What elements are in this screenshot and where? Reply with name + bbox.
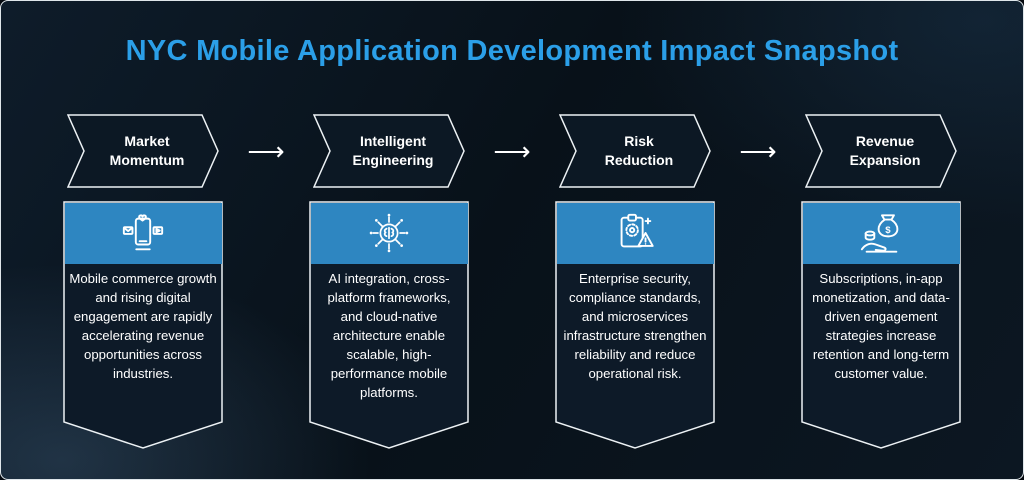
step-card: Enterprise security, compliance standard… <box>555 201 715 449</box>
pennant-card-shape <box>555 201 715 449</box>
flow-arrow-icon: ⟶ <box>489 114 535 188</box>
process-flow: Market Momentum <box>1 114 1023 449</box>
chevron-banner-shape <box>67 114 219 188</box>
card-icon-header: $ <box>802 202 960 264</box>
step-banner: Market Momentum <box>67 114 219 188</box>
card-description: Enterprise security, compliance standard… <box>563 271 707 381</box>
step-card: Mobile commerce growth and rising digita… <box>63 201 223 449</box>
pennant-card-shape <box>309 201 469 449</box>
hand-money-bag-icon: $ <box>860 214 899 253</box>
page-title: NYC Mobile Application Development Impac… <box>125 35 899 67</box>
step-card: $ Subscriptions, in-app monetization, an… <box>801 201 961 449</box>
step-risk-reduction: Risk Reduction <box>555 114 715 449</box>
card-icon-header <box>556 202 714 264</box>
step-banner: Revenue Expansion <box>805 114 957 188</box>
step-banner-label: Risk Reduction <box>604 133 674 168</box>
pennant-card-shape <box>63 201 223 449</box>
arrow-glyph: ⟶ <box>247 136 285 166</box>
step-revenue-expansion: Revenue Expansion $ <box>801 114 961 449</box>
chevron-banner-shape <box>559 114 711 188</box>
step-card: AI integration, cross-platform framework… <box>309 201 469 449</box>
ai-circuit-icon <box>369 213 409 253</box>
step-banner-label: Market Momentum <box>109 133 185 168</box>
arrow-glyph: ⟶ <box>739 136 777 166</box>
arrow-glyph: ⟶ <box>493 136 531 166</box>
step-banner: Intelligent Engineering <box>313 114 465 188</box>
card-icon-header <box>64 202 222 264</box>
card-icon-header <box>310 202 468 264</box>
step-banner: Risk Reduction <box>559 114 711 188</box>
chevron-banner-shape <box>313 114 465 188</box>
step-intelligent-engineering: Intelligent Engineering <box>309 114 469 449</box>
flow-arrow-icon: ⟶ <box>735 114 781 188</box>
step-market-momentum: Market Momentum <box>63 114 223 449</box>
mobile-commerce-engagement-icon <box>122 214 164 251</box>
step-banner-label: Revenue Expansion <box>849 133 921 168</box>
compliance-checklist-warning-icon <box>620 213 654 248</box>
step-banner-label: Intelligent Engineering <box>352 133 434 168</box>
card-description: AI integration, cross-platform framework… <box>327 271 451 400</box>
card-description: Mobile commerce growth and rising digita… <box>69 271 217 381</box>
pennant-card-shape <box>801 201 961 449</box>
chevron-banner-shape <box>805 114 957 188</box>
dollar-sign-glyph: $ <box>885 225 891 236</box>
flow-arrow-icon: ⟶ <box>243 114 289 188</box>
card-description: Subscriptions, in-app monetization, and … <box>812 271 950 381</box>
